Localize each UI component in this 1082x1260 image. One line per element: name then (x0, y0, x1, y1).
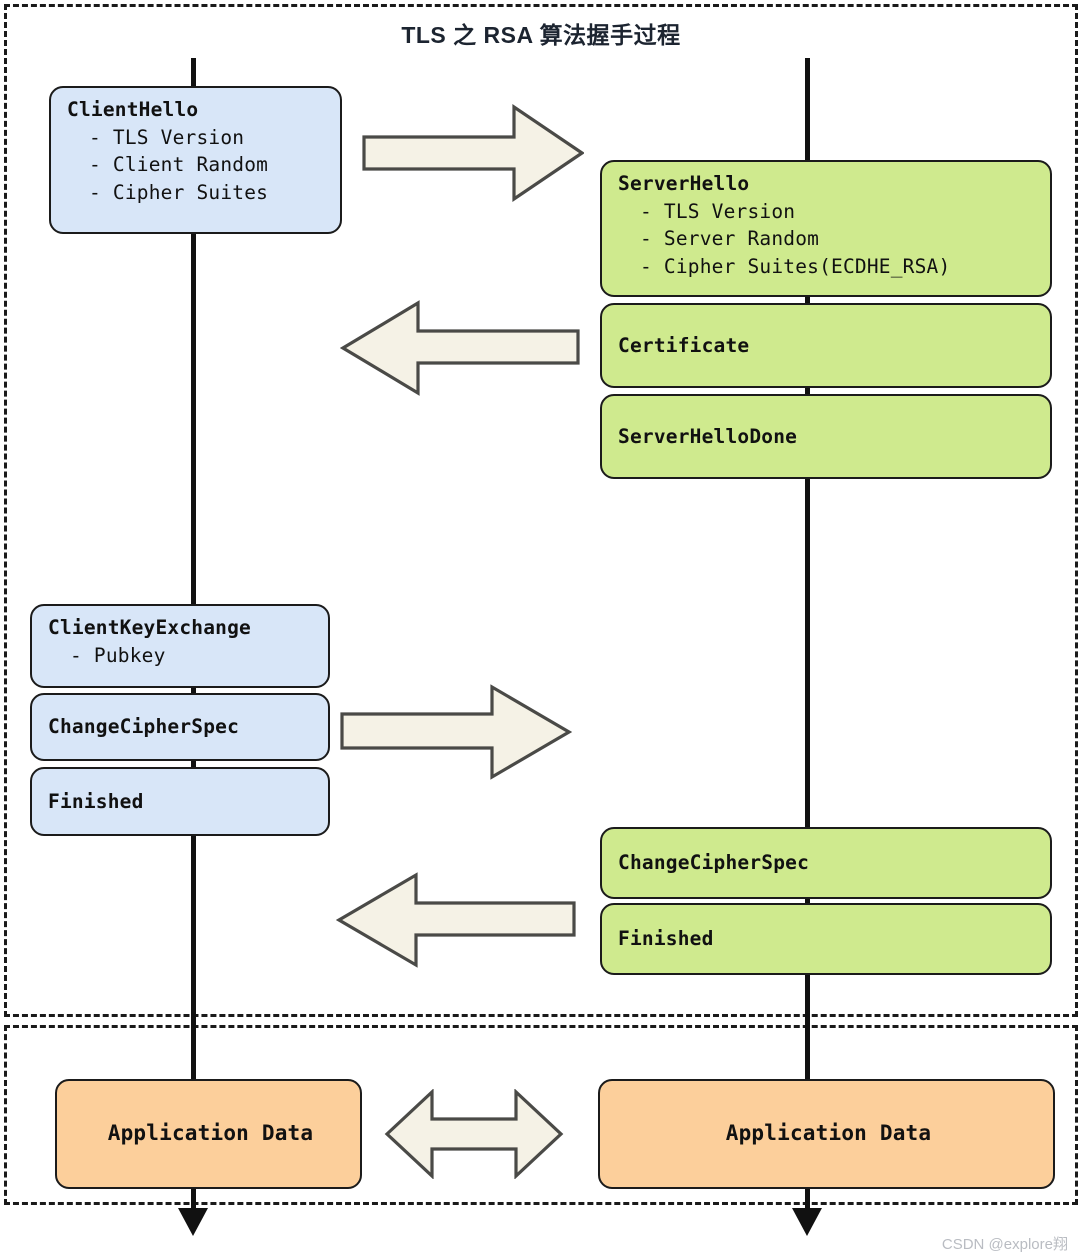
arrow-client-to-server-hello-icon (362, 104, 584, 202)
server-application-data-header: Application Data (725, 1121, 932, 1146)
message-box-client-application-data[interactable]: Application Data (55, 1079, 362, 1189)
client-finished-header: Finished (48, 789, 144, 813)
server-lifeline-arrowhead-icon (792, 1208, 822, 1236)
server-hello-item: - Server Random (640, 227, 820, 251)
message-box-client-hello[interactable]: ClientHello - TLS Version - Client Rando… (49, 86, 342, 234)
client-hello-item: - Cipher Suites (89, 181, 269, 205)
message-box-server-finished[interactable]: Finished (600, 903, 1052, 975)
page-title: TLS 之 RSA 算法握手过程 (401, 22, 681, 48)
message-box-server-hello-done[interactable]: ServerHelloDone (600, 394, 1052, 479)
server-finished-header: Finished (618, 927, 714, 951)
message-box-client-key-exchange[interactable]: ClientKeyExchange - Pubkey (30, 604, 330, 688)
message-box-server-change-cipher-spec[interactable]: ChangeCipherSpec (600, 827, 1052, 899)
certificate-header: Certificate (618, 333, 750, 357)
message-box-server-hello[interactable]: ServerHello - TLS Version - Server Rando… (600, 160, 1052, 297)
server-hello-item: - Cipher Suites(ECDHE_RSA) (640, 255, 951, 279)
message-box-server-application-data[interactable]: Application Data (598, 1079, 1055, 1189)
handshake-region (4, 4, 1078, 1017)
arrow-client-key-exchange-icon (340, 684, 572, 780)
arrow-server-finished-icon (336, 872, 576, 968)
server-hello-done-header: ServerHelloDone (618, 424, 798, 448)
client-application-data-header: Application Data (107, 1121, 314, 1146)
arrow-application-data-bidirectional-icon (384, 1089, 564, 1179)
client-key-exchange-header: ClientKeyExchange (48, 616, 251, 639)
client-hello-item: - TLS Version (89, 125, 245, 149)
watermark: CSDN @explore翔 (941, 1236, 1068, 1253)
application-data-region (4, 1025, 1078, 1205)
client-lifeline-arrowhead-icon (178, 1208, 208, 1236)
server-hello-item: - TLS Version (640, 199, 796, 223)
client-hello-item: - Client Random (89, 153, 269, 177)
client-hello-header: ClientHello (67, 98, 199, 121)
server-lifeline (805, 58, 810, 1213)
message-box-certificate[interactable]: Certificate (600, 303, 1052, 388)
message-box-client-finished[interactable]: Finished (30, 767, 330, 836)
client-key-exchange-item: - Pubkey (70, 643, 166, 667)
server-hello-header: ServerHello (618, 172, 750, 195)
message-box-client-change-cipher-spec[interactable]: ChangeCipherSpec (30, 693, 330, 761)
client-change-cipher-spec-header: ChangeCipherSpec (48, 715, 240, 739)
server-change-cipher-spec-header: ChangeCipherSpec (618, 851, 810, 875)
arrow-server-to-client-hello-icon (340, 300, 580, 396)
